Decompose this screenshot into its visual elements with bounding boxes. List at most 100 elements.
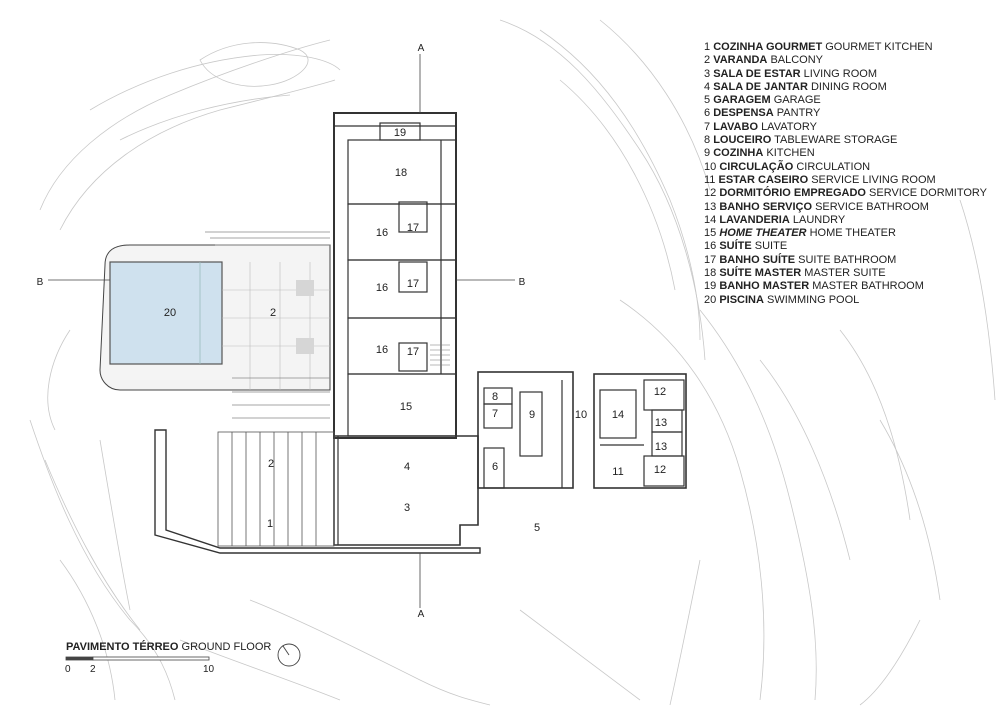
legend-english: GOURMET KITCHEN (825, 41, 933, 53)
room-label: 15 (400, 401, 412, 413)
legend-item: 15 HOME THEATER HOME THEATER (704, 227, 987, 240)
legend-item: 18 SUÍTE MASTER MASTER SUITE (704, 267, 987, 280)
legend-portuguese: BANHO SUÍTE (719, 253, 796, 266)
pergola (217, 431, 335, 547)
title-english: GROUND FLOOR (181, 641, 272, 653)
room-label: 2 (268, 458, 274, 470)
legend-number: 20 (704, 293, 717, 306)
legend-number: 7 (704, 120, 711, 133)
legend-portuguese: SUÍTE MASTER (719, 267, 802, 280)
section-marker-a-top: A (418, 43, 425, 54)
legend-item: 17 BANHO SUÍTE SUITE BATHROOM (704, 254, 987, 267)
kitchen-block (477, 371, 574, 489)
room-label: 2 (270, 307, 276, 319)
legend-number: 16 (704, 240, 717, 253)
legend-english: GARAGE (773, 94, 821, 107)
legend-english: TABLEWARE STORAGE (774, 134, 898, 147)
legend-portuguese: SUÍTE (719, 240, 752, 253)
legend-english: HOME THEATER (809, 227, 896, 240)
room-label: 20 (164, 307, 176, 319)
terrain-contours (29, 19, 996, 706)
room-label: 5 (534, 522, 540, 534)
room-label: 17 (407, 278, 419, 290)
legend-item: 8 LOUCEIRO TABLEWARE STORAGE (704, 134, 987, 147)
legend-english: LAVATORY (761, 120, 817, 133)
legend-item: 14 LAVANDERIA LAUNDRY (704, 214, 987, 227)
room-label: 17 (407, 222, 419, 234)
legend-portuguese: SALA DE ESTAR (713, 67, 801, 80)
room-label: 10 (575, 409, 587, 421)
room-label: 6 (492, 461, 498, 473)
legend-item: 12 DORMITÓRIO EMPREGADO SERVICE DORMITOR… (704, 187, 987, 200)
room-label: 17 (407, 346, 419, 358)
legend-number: 6 (704, 107, 711, 120)
legend-number: 2 (704, 54, 711, 67)
living-block (333, 435, 479, 546)
legend-english: LIVING ROOM (803, 67, 877, 80)
section-marker-b-left: B (37, 277, 44, 288)
legend-number: 17 (704, 253, 717, 266)
legend-item: 3 SALA DE ESTAR LIVING ROOM (704, 68, 987, 81)
legend-number: 18 (704, 267, 717, 280)
legend-number: 19 (704, 280, 717, 293)
legend-english: BALCONY (770, 54, 824, 67)
room-label: 4 (404, 461, 410, 473)
legend-english: SERVICE BATHROOM (815, 200, 929, 213)
legend-english: CIRCULATION (796, 160, 871, 173)
legend-portuguese: COZINHA (713, 147, 764, 160)
pool-terrace (99, 231, 331, 419)
room-label: 18 (395, 167, 407, 179)
legend-item: 4 SALA DE JANTAR DINING ROOM (704, 81, 987, 94)
legend-english: DINING ROOM (810, 80, 887, 93)
legend-number: 15 (704, 227, 717, 240)
legend-portuguese: LAVABO (713, 120, 758, 133)
legend-number: 12 (704, 187, 717, 200)
room-label: 1 (267, 518, 273, 530)
legend-number: 14 (704, 213, 717, 226)
room-label: 8 (492, 391, 498, 403)
legend-number: 8 (704, 134, 711, 147)
legend-portuguese: HOME THEATER (719, 227, 807, 240)
legend-portuguese: ESTAR CASEIRO (718, 173, 809, 186)
legend-item: 16 SUÍTE SUITE (704, 240, 987, 253)
legend-english: SERVICE LIVING ROOM (811, 173, 936, 186)
legend-portuguese: LOUCEIRO (713, 134, 772, 147)
legend-portuguese: LAVANDERIA (719, 213, 790, 226)
room-label: 13 (655, 417, 667, 429)
legend-portuguese: PISCINA (719, 293, 764, 306)
legend-item: 2 VARANDA BALCONY (704, 54, 987, 67)
legend-number: 3 (704, 67, 711, 80)
legend-portuguese: DESPENSA (713, 107, 774, 120)
legend-item: 9 COZINHA KITCHEN (704, 147, 987, 160)
room-label: 14 (612, 409, 624, 421)
legend-item: 1 COZINHA GOURMET GOURMET KITCHEN (704, 41, 987, 54)
room-label: 13 (655, 441, 667, 453)
room-label: 12 (654, 386, 666, 398)
legend-english: MASTER BATHROOM (812, 280, 924, 293)
legend-english: SERVICE DORMITORY (869, 187, 988, 200)
legend-portuguese: VARANDA (713, 54, 768, 67)
legend-english: PANTRY (776, 107, 821, 120)
legend-portuguese: DORMITÓRIO EMPREGADO (719, 187, 866, 200)
section-marker-a-bottom: A (418, 609, 425, 620)
legend-item: 13 BANHO SERVIÇO SERVICE BATHROOM (704, 201, 987, 214)
service-block (593, 373, 687, 489)
legend-english: MASTER SUITE (804, 267, 886, 280)
legend-english: LAUNDRY (792, 213, 846, 226)
room-label: 9 (529, 409, 535, 421)
garden-wall (154, 429, 481, 554)
legend-item: 10 CIRCULAÇÃO CIRCULATION (704, 161, 987, 174)
legend-english: SUITE (754, 240, 788, 253)
legend-portuguese: BANHO SERVIÇO (719, 200, 813, 213)
room-label: 16 (376, 344, 388, 356)
legend-english: SWIMMING POOL (767, 293, 860, 306)
legend-number: 10 (704, 160, 717, 173)
room-label: 3 (404, 502, 410, 514)
drawing-title: PAVIMENTO TÉRREO GROUND FLOOR (66, 641, 271, 653)
scale-label-0: 0 (65, 664, 71, 675)
legend-number: 9 (704, 147, 711, 160)
legend-portuguese: BANHO MASTER (719, 280, 810, 293)
room-label: 16 (376, 282, 388, 294)
